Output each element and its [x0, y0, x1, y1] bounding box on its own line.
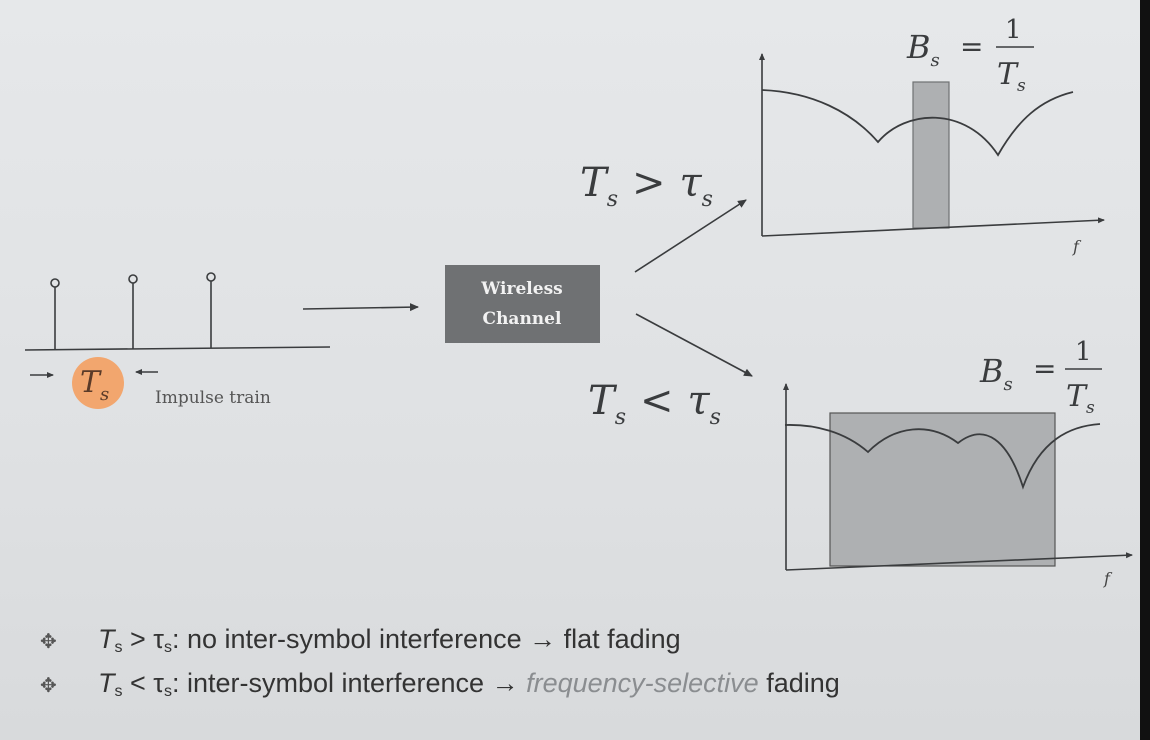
svg-text:=: = — [960, 30, 983, 63]
svg-text:Bs: Bs — [906, 28, 940, 71]
svg-text:1: 1 — [1005, 15, 1022, 45]
impulse-train — [24, 272, 331, 378]
impulse-2 — [128, 274, 138, 349]
svg-text:1: 1 — [1075, 337, 1092, 367]
svg-text:Bs: Bs — [979, 352, 1013, 395]
top-x-axis — [761, 217, 1105, 237]
diamond-bullet-icon: ✥ — [40, 675, 57, 697]
upper-branch-condition: Ts>τs — [580, 160, 713, 212]
bullet-flat-fading: ✥Ts > τs: no inter-symbol interference →… — [40, 624, 681, 656]
svg-text:Ts: Ts — [1066, 379, 1095, 418]
arrow-lower-branch — [635, 313, 753, 377]
top-spectrum-plot: f — [759, 53, 1105, 256]
screen-edge — [1140, 0, 1150, 740]
impulse-1 — [50, 278, 60, 350]
bottom-spectrum-plot: f — [783, 383, 1133, 588]
diamond-bullet-icon: ✥ — [40, 631, 57, 653]
bottom-channel-response — [784, 423, 1101, 490]
bottom-axis-f-label: f — [1103, 569, 1113, 588]
period-symbol: Ts — [80, 365, 109, 405]
impulse-baseline — [24, 346, 331, 351]
bottom-bandwidth-formula: Bs = 1 Ts — [979, 337, 1102, 418]
lower-branch-condition: Ts<τs — [588, 378, 721, 430]
top-bandwidth-formula: Bs = 1 Ts — [906, 15, 1034, 96]
wireless-channel-box: Wireless Channel — [445, 265, 600, 343]
arrow-upper-branch — [634, 199, 747, 273]
bullet-frequency-selective-fading: ✥Ts < τs: inter-symbol interference → fr… — [40, 668, 840, 700]
top-axis-f-label: f — [1072, 237, 1082, 256]
channel-label-line2: Channel — [483, 309, 562, 329]
channel-label-line1: Wireless — [480, 279, 562, 299]
top-signal-band — [912, 81, 950, 229]
svg-text:=: = — [1033, 352, 1056, 385]
top-channel-response — [761, 89, 1074, 157]
impulse-train-caption: Impulse train — [155, 388, 271, 408]
arrow-to-channel — [302, 303, 419, 312]
bottom-x-axis — [785, 552, 1133, 571]
bottom-signal-band — [829, 412, 1056, 567]
impulse-3 — [206, 272, 216, 348]
highlight-marker — [72, 357, 124, 409]
svg-text:Ts: Ts — [997, 57, 1026, 96]
